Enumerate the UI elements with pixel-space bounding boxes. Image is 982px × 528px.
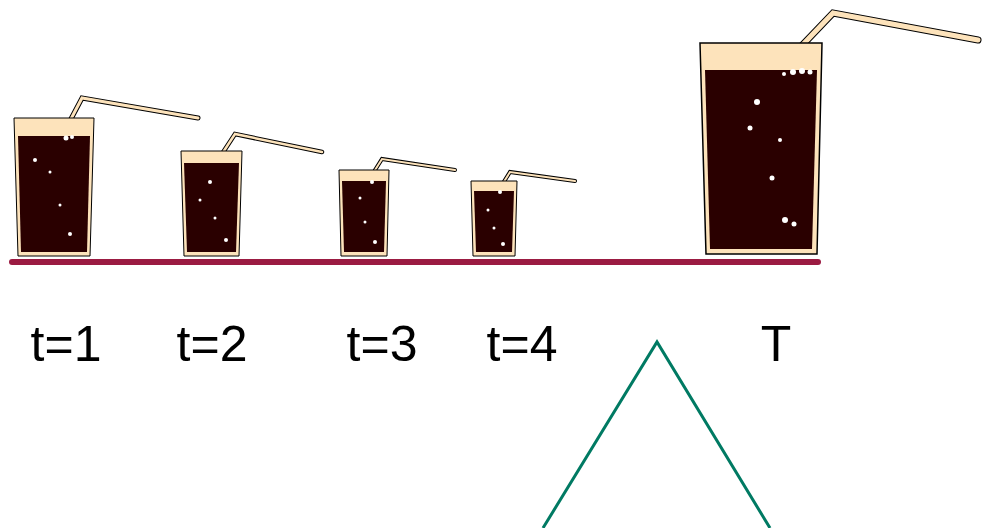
time-label: t=2 xyxy=(177,319,248,369)
fulcrum-triangle xyxy=(543,342,770,528)
time-label: t=3 xyxy=(347,319,418,369)
glass xyxy=(14,118,94,256)
glass xyxy=(471,181,517,256)
time-label: T xyxy=(761,319,792,369)
glass xyxy=(181,151,242,256)
glass xyxy=(700,43,822,254)
time-label: t=4 xyxy=(487,319,558,369)
glass xyxy=(339,170,389,256)
baseline xyxy=(12,259,818,265)
time-label: t=1 xyxy=(31,319,102,369)
